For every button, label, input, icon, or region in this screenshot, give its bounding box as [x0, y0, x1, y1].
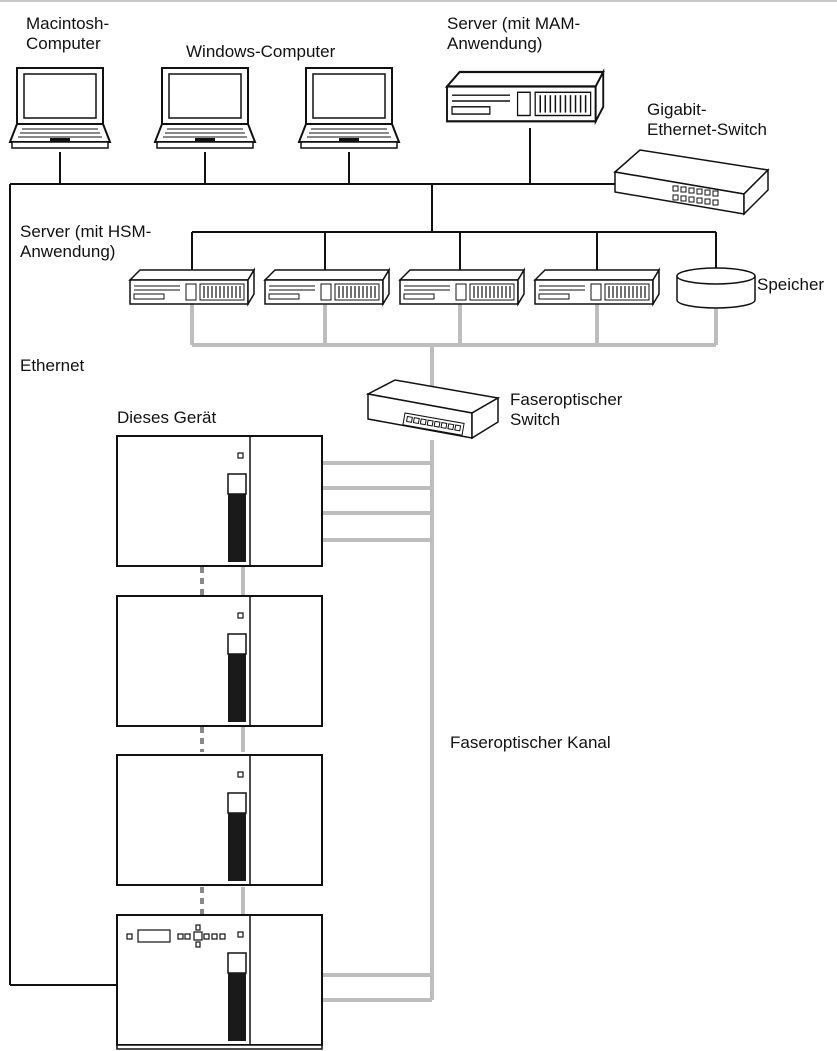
- mam-server-label: Server (mit MAM- Anwendung): [447, 14, 581, 53]
- library-unit-icon: [116, 595, 323, 727]
- laptop-icon: [298, 67, 400, 149]
- rack-server-icon: [534, 269, 660, 305]
- hsm-server-label: Server (mit HSM- Anwendung): [20, 222, 152, 261]
- control-panel-icon: [126, 924, 226, 948]
- library-unit-icon: [116, 754, 323, 886]
- fiber-channel-label: Faseroptischer Kanal: [450, 733, 611, 752]
- rack-server-icon: [399, 269, 525, 305]
- fiber-switch-icon: [365, 379, 501, 440]
- rack-server-icon: [264, 269, 390, 305]
- fiber-channel-lines: [190, 302, 718, 1002]
- windows-computer-label: Windows-Computer: [186, 42, 336, 61]
- rack-server-icon: [129, 269, 255, 305]
- network-switch-icon: [613, 149, 770, 216]
- gigabit-switch-label: Gigabit- Ethernet-Switch: [647, 100, 767, 139]
- laptop-icon: [9, 67, 111, 149]
- library-unit-icon: [116, 435, 323, 567]
- mac-computer-label: Macintosh- Computer: [26, 14, 110, 53]
- storage-disk-icon: [676, 267, 756, 309]
- laptop-icon: [154, 67, 256, 149]
- ethernet-label: Ethernet: [20, 356, 85, 375]
- rack-server-icon: [445, 70, 605, 123]
- storage-label: Speicher: [757, 275, 825, 294]
- fiber-switch-label: Faseroptischer Switch: [510, 390, 623, 429]
- device-label: Dieses Gerät: [117, 408, 217, 427]
- ethernet-lines: [9, 128, 717, 986]
